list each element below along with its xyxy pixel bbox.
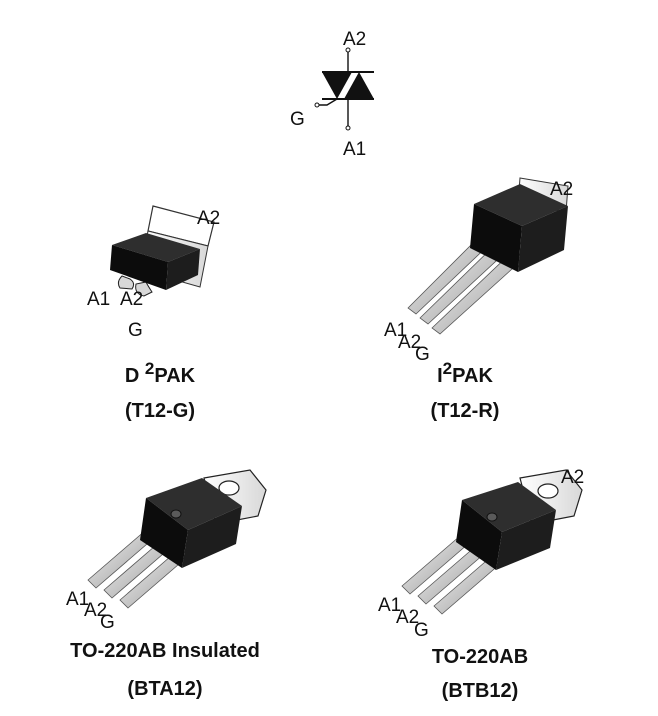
symbol-g-label: G (290, 109, 305, 130)
i2pak-a1-label: A1 (384, 320, 408, 341)
d2pak-g-label: G (128, 320, 143, 341)
to220ab-insulated-g-label: G (100, 612, 115, 633)
to220ab-package (401, 469, 583, 615)
symbol-a1-label: A1 (343, 139, 367, 160)
i2pak-name-suffix: PAK (452, 365, 493, 387)
d2pak-name-sup: 2 (144, 359, 155, 378)
d2pak-a2-label: A2 (120, 289, 144, 310)
to220ab-insulated-a1-label: A1 (66, 589, 90, 610)
i2pak-a2-label: A2 (398, 332, 422, 353)
to220ab-g-label: G (414, 620, 429, 641)
d2pak-package (110, 205, 215, 297)
i2pak-package (407, 177, 569, 335)
i2pak-a2-tab-label: A2 (550, 179, 574, 200)
d2pak-code: (T12-G) (125, 400, 195, 422)
triac-symbol (314, 47, 374, 131)
symbol-a2-label: A2 (343, 29, 367, 50)
to220ab-name: TO-220AB (431, 646, 529, 668)
to220ab-insulated-name: TO-220AB Insulated (70, 640, 260, 662)
to220ab-code: (BTB12) (441, 680, 519, 702)
i2pak-name-prefix: I (437, 365, 443, 387)
to220ab-a1-label: A1 (378, 595, 402, 616)
d2pak-a1-label: A1 (87, 289, 111, 310)
d2pak-a2-tab-label: A2 (197, 208, 221, 229)
d2pak-name-prefix: D (124, 365, 145, 387)
i2pak-code: (T12-R) (430, 400, 500, 422)
d2pak-name-suffix: PAK (154, 365, 196, 387)
d2pak-name: D 2PAK (90, 360, 230, 387)
to220ab-insulated-a2-label: A2 (84, 600, 108, 621)
to220ab-insulated-code: (BTA12) (127, 678, 203, 700)
to220ab-a2-label: A2 (396, 607, 420, 628)
i2pak-name-sup: 2 (442, 359, 453, 378)
i2pak-name: I2PAK (400, 360, 530, 387)
to220ab-a2-tab-label: A2 (561, 467, 585, 488)
i2pak-g-label: G (415, 344, 430, 365)
to220ab-insulated-package (87, 469, 267, 609)
